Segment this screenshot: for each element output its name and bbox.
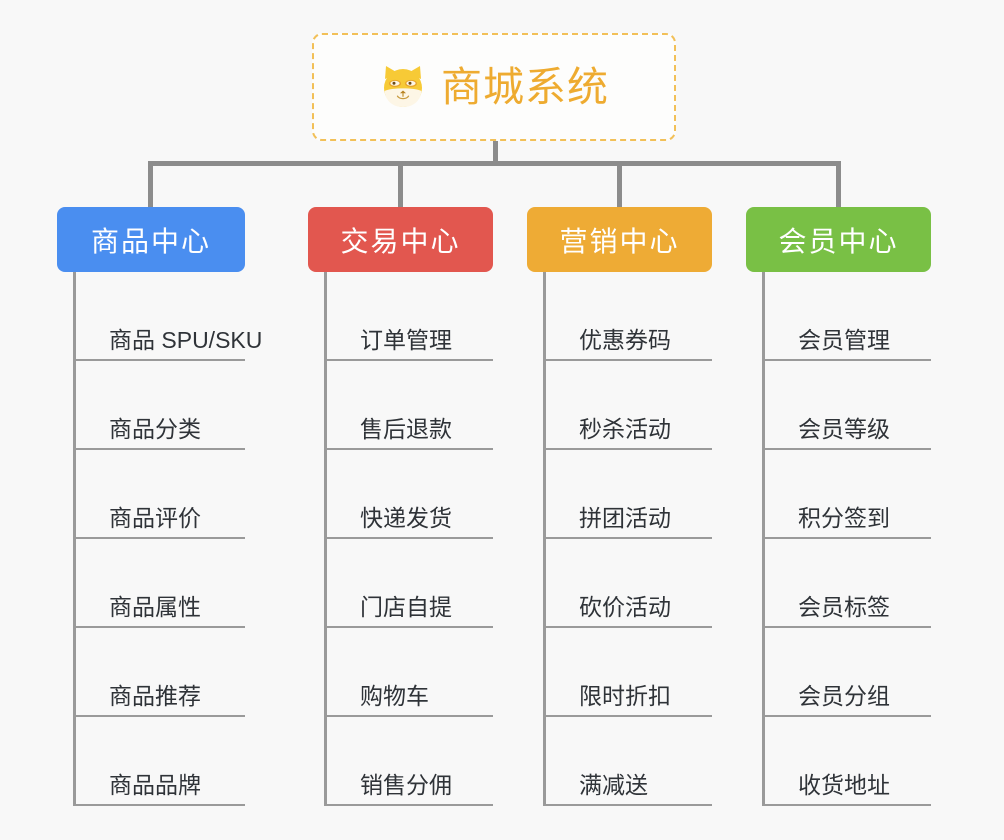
leaf-item[interactable]: 拼团活动 bbox=[546, 450, 712, 539]
leaf-item-label: 会员管理 bbox=[798, 326, 890, 353]
leaf-item-label: 限时折扣 bbox=[579, 682, 671, 709]
leaf-item[interactable]: 会员等级 bbox=[765, 361, 931, 450]
leaf-item-label: 会员等级 bbox=[798, 415, 890, 442]
leaf-item[interactable]: 优惠券码 bbox=[546, 272, 712, 361]
leaf-item-label: 门店自提 bbox=[360, 593, 452, 620]
column-trade-center: 交易中心订单管理售后退款快递发货门店自提购物车销售分佣 bbox=[308, 207, 493, 806]
leaf-item-label: 砍价活动 bbox=[579, 593, 671, 620]
leaf-item[interactable]: 订单管理 bbox=[327, 272, 493, 361]
leaf-item-label: 商品 SPU/SKU bbox=[109, 326, 263, 353]
root-connector-stem bbox=[493, 141, 498, 163]
leaf-item-label: 销售分佣 bbox=[360, 771, 452, 798]
leaf-item[interactable]: 商品推荐 bbox=[76, 628, 245, 717]
leaf-item[interactable]: 限时折扣 bbox=[546, 628, 712, 717]
connector-drop-2 bbox=[617, 161, 622, 208]
category-label: 会员中心 bbox=[778, 225, 899, 257]
leaf-item-label: 商品推荐 bbox=[109, 682, 201, 709]
leaf-item-label: 商品分类 bbox=[109, 415, 201, 442]
leaf-list-trade-center: 订单管理售后退款快递发货门店自提购物车销售分佣 bbox=[324, 272, 493, 806]
category-box-product-center[interactable]: 商品中心 bbox=[57, 207, 245, 272]
category-label: 交易中心 bbox=[340, 225, 461, 257]
leaf-item-label: 秒杀活动 bbox=[579, 415, 671, 442]
leaf-item[interactable]: 快递发货 bbox=[327, 450, 493, 539]
category-box-member-center[interactable]: 会员中心 bbox=[746, 207, 931, 272]
root-title: 商城系统 bbox=[441, 63, 609, 110]
leaf-item-label: 购物车 bbox=[360, 682, 429, 709]
leaf-item[interactable]: 会员分组 bbox=[765, 628, 931, 717]
leaf-item[interactable]: 商品属性 bbox=[76, 539, 245, 628]
leaf-item[interactable]: 商品评价 bbox=[76, 450, 245, 539]
leaf-item-label: 收货地址 bbox=[798, 771, 890, 798]
connector-drop-1 bbox=[398, 161, 403, 208]
connector-drop-0 bbox=[148, 161, 153, 208]
leaf-list-product-center: 商品 SPU/SKU 商品分类商品评价商品属性商品推荐商品品牌 bbox=[73, 272, 262, 806]
leaf-item-label: 拼团活动 bbox=[579, 504, 671, 531]
leaf-item-label: 商品属性 bbox=[109, 593, 201, 620]
shiba-dog-icon bbox=[379, 63, 427, 111]
leaf-item-label: 会员标签 bbox=[798, 593, 890, 620]
category-label: 营销中心 bbox=[559, 225, 680, 257]
leaf-item[interactable]: 销售分佣 bbox=[327, 717, 493, 806]
leaf-item[interactable]: 购物车 bbox=[327, 628, 493, 717]
leaf-item-label: 订单管理 bbox=[360, 326, 452, 353]
category-box-trade-center[interactable]: 交易中心 bbox=[308, 207, 493, 272]
leaf-item[interactable]: 收货地址 bbox=[765, 717, 931, 806]
leaf-item-label: 商品品牌 bbox=[109, 771, 201, 798]
connector-drop-3 bbox=[836, 161, 841, 208]
leaf-item-label: 售后退款 bbox=[360, 415, 452, 442]
leaf-item[interactable]: 满减送 bbox=[546, 717, 712, 806]
leaf-item[interactable]: 会员管理 bbox=[765, 272, 931, 361]
leaf-item-label: 会员分组 bbox=[798, 682, 890, 709]
leaf-list-member-center: 会员管理会员等级积分签到会员标签会员分组收货地址 bbox=[762, 272, 931, 806]
leaf-item-label: 满减送 bbox=[579, 771, 648, 798]
column-product-center: 商品中心商品 SPU/SKU 商品分类商品评价商品属性商品推荐商品品牌 bbox=[57, 207, 262, 806]
leaf-item[interactable]: 门店自提 bbox=[327, 539, 493, 628]
column-member-center: 会员中心会员管理会员等级积分签到会员标签会员分组收货地址 bbox=[746, 207, 931, 806]
root-node[interactable]: 商城系统 bbox=[312, 33, 676, 141]
leaf-item[interactable]: 售后退款 bbox=[327, 361, 493, 450]
leaf-item[interactable]: 商品品牌 bbox=[76, 717, 245, 806]
category-label: 商品中心 bbox=[90, 225, 211, 257]
category-box-marketing-center[interactable]: 营销中心 bbox=[527, 207, 712, 272]
column-marketing-center: 营销中心优惠券码秒杀活动拼团活动砍价活动限时折扣满减送 bbox=[527, 207, 712, 806]
leaf-item-label: 优惠券码 bbox=[579, 326, 671, 353]
leaf-item[interactable]: 积分签到 bbox=[765, 450, 931, 539]
leaf-item[interactable]: 会员标签 bbox=[765, 539, 931, 628]
leaf-item-label: 快递发货 bbox=[360, 504, 452, 531]
leaf-item[interactable]: 商品分类 bbox=[76, 361, 245, 450]
leaf-item[interactable]: 秒杀活动 bbox=[546, 361, 712, 450]
connector-bus bbox=[148, 161, 841, 166]
leaf-item-label: 积分签到 bbox=[798, 504, 890, 531]
leaf-list-marketing-center: 优惠券码秒杀活动拼团活动砍价活动限时折扣满减送 bbox=[543, 272, 712, 806]
leaf-item-label: 商品评价 bbox=[109, 504, 201, 531]
leaf-item[interactable]: 砍价活动 bbox=[546, 539, 712, 628]
leaf-item[interactable]: 商品 SPU/SKU bbox=[76, 272, 262, 361]
